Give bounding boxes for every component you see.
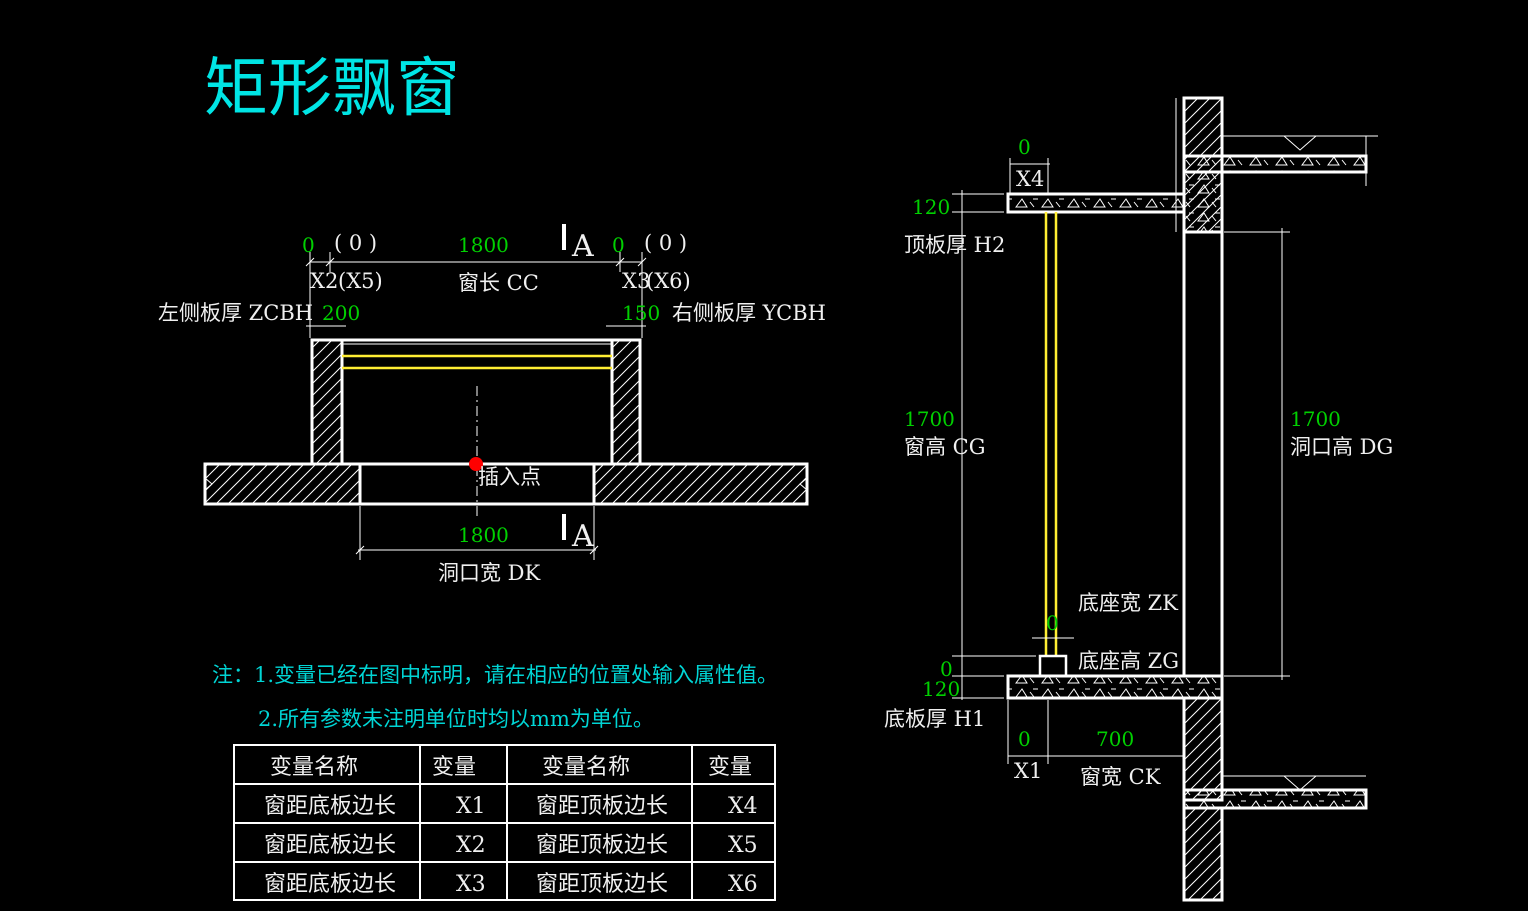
top-plate (1006, 192, 1186, 214)
table-cell: X3 (456, 872, 486, 897)
lower-floor-slab (1182, 788, 1368, 810)
h1-label: 底板厚 H1 (884, 707, 985, 731)
section-wall-lower (1182, 696, 1224, 802)
x2-value: 0 (302, 233, 315, 257)
upper-lintel (1182, 170, 1224, 234)
table-cell: 窗距底板边长 (264, 794, 396, 819)
cc-value: 1800 (458, 233, 509, 257)
page-title: 矩形飘窗 (204, 52, 460, 126)
plan-view: 插入点 0 ( 0 ) X2 (X5) 1800 窗长 CC 0 X3 (X6)… (158, 224, 826, 585)
dk-label: 洞口宽 DK (438, 561, 541, 585)
table-cell: X5 (728, 833, 758, 858)
section-mark-bottom: A (571, 519, 594, 554)
zk-label: 底座宽 ZK (1078, 591, 1178, 615)
table-header-name-2: 变量名称 (542, 755, 630, 780)
zcbh-label: 左侧板厚 ZCBH (158, 301, 313, 325)
cg-label: 窗高 CG (904, 435, 986, 459)
ck-value: 700 (1096, 727, 1134, 751)
zcbh-value: 200 (322, 301, 360, 325)
x3-value: 0 (612, 233, 625, 257)
table-cell: X4 (728, 794, 758, 819)
x4-label: X4 (1016, 167, 1044, 191)
lower-level-mark (1283, 775, 1317, 791)
cc-label: 窗长 CC (458, 271, 539, 295)
left-side-plate (310, 338, 344, 466)
upper-level-mark (1283, 135, 1317, 151)
table-header-var-2: 变量 (708, 755, 752, 780)
plan-wall-right (592, 462, 809, 506)
table-cell: X1 (456, 794, 486, 819)
cg-value: 1700 (904, 407, 955, 431)
dim-dk-ticks (355, 545, 599, 555)
h2-value: 120 (912, 195, 950, 219)
section-mark-top: A (571, 229, 594, 264)
x3-label: X3 (622, 269, 650, 293)
dk-value: 1800 (458, 523, 509, 547)
x5-value: ( 0 ) (334, 231, 377, 255)
insert-point-marker[interactable] (469, 457, 483, 471)
table-cell: 窗距底板边长 (264, 872, 396, 897)
note-2: 2.所有参数未注明单位时均以mm为单位。 (258, 707, 654, 731)
zk-value: 0 (1046, 611, 1059, 635)
x6-value: ( 0 ) (644, 231, 687, 255)
h1-value: 120 (922, 677, 960, 701)
ycbh-label: 右侧板厚 YCBH (672, 301, 826, 325)
insert-point-label: 插入点 (478, 465, 541, 489)
x1-value: 0 (1018, 727, 1031, 751)
dg-label: 洞口高 DG (1290, 435, 1393, 459)
table-cell: 窗距顶板边长 (536, 872, 668, 897)
zg-value: 0 (940, 657, 953, 681)
dim-ticks-top (305, 257, 647, 267)
x1-label: X1 (1014, 759, 1042, 783)
table-cell: 窗距顶板边长 (536, 794, 668, 819)
ck-label: 窗宽 CK (1080, 765, 1161, 789)
zg-label: 底座高 ZG (1078, 649, 1179, 673)
table-cell: 窗距顶板边长 (536, 833, 668, 858)
upper-floor-slab (1182, 154, 1368, 174)
break-line-right (799, 477, 808, 491)
x4-value: 0 (1018, 135, 1031, 159)
x6-label: (X6) (646, 269, 691, 293)
section-wall-bottom (1182, 806, 1224, 902)
variable-table: 变量名称 变量 变量名称 变量 窗距底板边长 X1 窗距顶板边长 X4 窗距底板… (233, 744, 776, 901)
note-1: 注：1.变量已经在图中标明，请在相应的位置处输入属性值。 (212, 663, 778, 687)
x5-label: (X5) (338, 269, 383, 293)
right-side-plate (610, 338, 642, 466)
dg-value: 1700 (1290, 407, 1341, 431)
table-cell: X2 (456, 833, 486, 858)
table-header-var-1: 变量 (432, 755, 476, 780)
h2-label: 顶板厚 H2 (904, 233, 1005, 257)
break-line-left (204, 477, 213, 491)
table-cell: 窗距底板边长 (264, 833, 396, 858)
section-view: 0 X4 120 顶板厚 H2 1700 窗高 CG 0 120 底板厚 H1 … (884, 96, 1393, 902)
bottom-plate (1006, 674, 1224, 700)
x2-label: X2 (310, 269, 338, 293)
table-cell: X6 (728, 872, 758, 897)
plan-wall-left (203, 462, 362, 506)
ycbh-value: 150 (622, 301, 660, 325)
table-header-name-1: 变量名称 (270, 755, 358, 780)
